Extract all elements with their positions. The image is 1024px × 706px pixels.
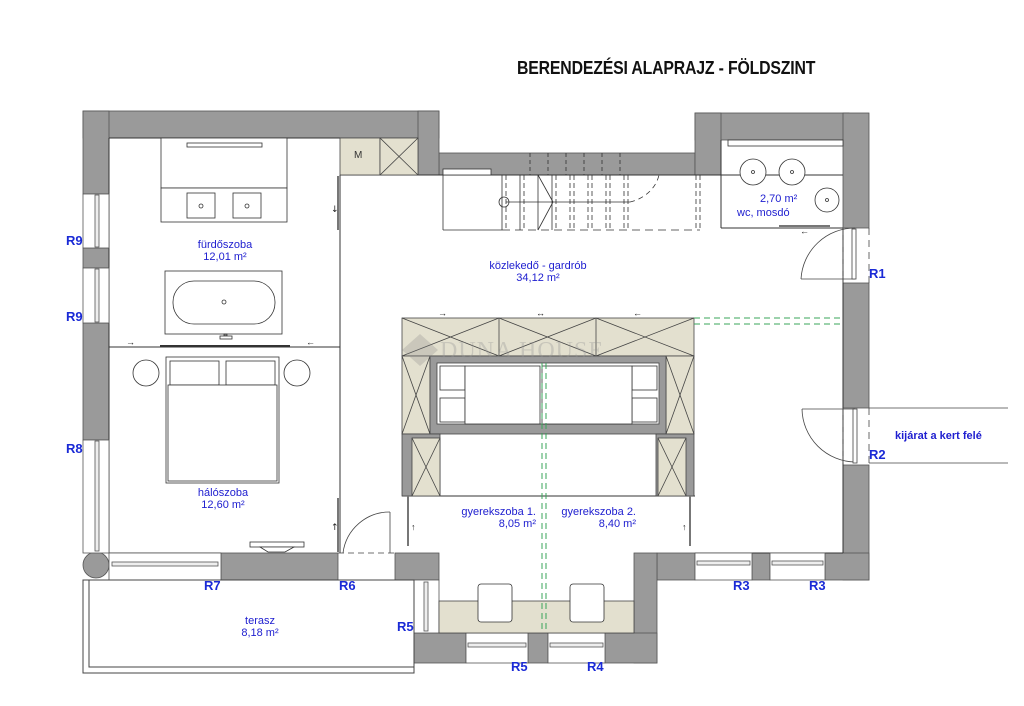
window-label-r8: R8 <box>66 441 83 456</box>
room-label-bathroom: fürdőszoba 12,01 m² <box>180 239 270 263</box>
window-label-r5: R5 <box>511 659 528 674</box>
entrance-door-r1 <box>800 227 870 283</box>
window-label-r9-b: R9 <box>66 309 83 324</box>
window-label-r4: R4 <box>587 659 604 674</box>
terrace-door <box>338 511 395 554</box>
svg-text:→: → <box>126 337 135 347</box>
wc-fixtures <box>727 139 844 227</box>
room-area: 2,70 m² <box>760 193 798 205</box>
walls <box>82 110 870 664</box>
room-name: terasz <box>245 615 275 627</box>
room-name: gyerekszoba 1. <box>461 506 536 518</box>
svg-text:↔: ↔ <box>536 308 545 318</box>
room-name: gyerekszoba 2. <box>561 506 636 518</box>
plan-title: BERENDEZÉSI ALAPRAJZ - FÖLDSZINT <box>517 58 816 78</box>
room-name: hálószoba <box>197 487 249 499</box>
watermark-text: DUNA HOUSE <box>440 338 605 364</box>
staircase <box>442 153 701 231</box>
window-label-r6: R6 <box>339 578 356 593</box>
svg-text:↑: ↑ <box>331 523 339 533</box>
room-area: 8,05 m² <box>498 518 536 530</box>
room-label-kids1: gyerekszoba 1. 8,05 m² <box>446 506 536 530</box>
svg-text:←: ← <box>633 308 642 318</box>
svg-text:←: ← <box>800 226 809 236</box>
room-area: 34,12 m² <box>516 272 560 284</box>
children-beds <box>439 365 658 425</box>
garden-exit-note: kijárat a kert felé <box>895 430 982 442</box>
room-area: 8,18 m² <box>241 627 279 639</box>
garden-door-r2 <box>801 407 1008 465</box>
room-label-bedroom: hálószoba 12,60 m² <box>178 487 268 511</box>
watermark-logo <box>402 334 438 366</box>
room-label-hallway: közlekedő - gardrób 34,12 m² <box>478 260 598 284</box>
bedroom-furniture <box>132 356 311 553</box>
svg-text:→: → <box>438 308 447 318</box>
svg-text:↓: ↓ <box>331 205 339 215</box>
svg-text:↑: ↑ <box>682 522 687 532</box>
window-label-r3-a: R3 <box>733 578 750 593</box>
room-label-wc: 2,70 m² <box>753 193 833 205</box>
room-area: 12,60 m² <box>201 499 245 511</box>
window-label-r3-b: R3 <box>809 578 826 593</box>
room-label-kids2: gyerekszoba 2. 8,40 m² <box>556 506 636 530</box>
window-label-r7: R7 <box>204 578 221 593</box>
mechanical-label: M <box>354 150 363 161</box>
desk-chairs <box>477 583 605 623</box>
window-label-r5-side: R5 <box>397 619 414 634</box>
windows <box>82 193 826 664</box>
window-label-r9-a: R9 <box>66 233 83 248</box>
room-area: 8,40 m² <box>598 518 636 530</box>
room-label-terrace: terasz 8,18 m² <box>230 615 290 639</box>
room-name: közlekedő - gardrób <box>489 260 587 272</box>
desk <box>438 600 635 634</box>
svg-text:←: ← <box>306 337 315 347</box>
bathroom-fixtures <box>160 137 288 340</box>
mechanical-block <box>339 137 419 176</box>
terrace-outline <box>82 579 415 674</box>
svg-text:↑: ↑ <box>411 522 416 532</box>
room-label-wc-name: wc, mosdó <box>737 207 790 219</box>
room-name: fürdőszoba <box>197 239 253 251</box>
window-label-r2: R2 <box>869 447 886 462</box>
room-area: 12,01 m² <box>203 251 247 263</box>
planned-partition <box>541 317 843 633</box>
corner-column <box>82 551 110 579</box>
window-label-r1: R1 <box>869 266 886 281</box>
